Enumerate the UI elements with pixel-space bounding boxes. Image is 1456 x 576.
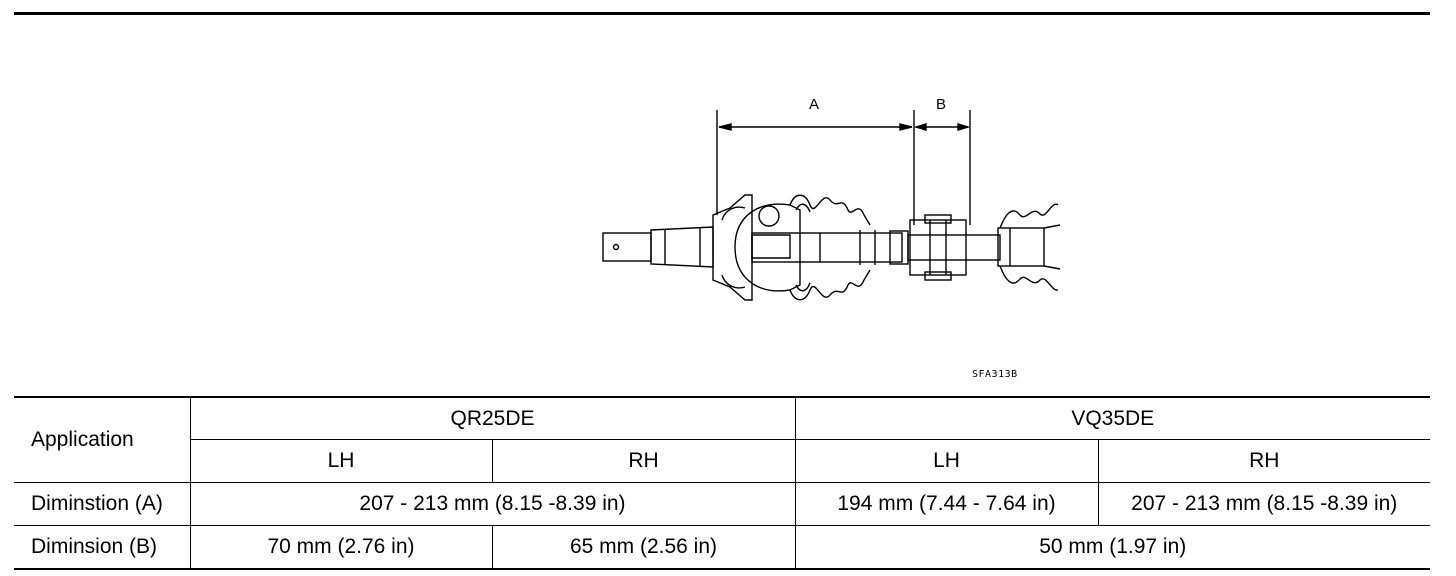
- dimension-a-qr25de: 207 - 213 mm (8.15 -8.39 in): [189, 482, 796, 526]
- qr25de-lh-header: LH: [189, 439, 493, 483]
- application-header: Application: [14, 396, 191, 483]
- table-row: LH RH LH RH: [14, 439, 1430, 483]
- engine-header-qr25de: QR25DE: [189, 396, 796, 440]
- dimension-a-row-label: Diminstion (A): [14, 482, 191, 526]
- dimension-b-qr25de-lh: 70 mm (2.76 in): [189, 525, 493, 570]
- table-row: Diminsion (B) 70 mm (2.76 in) 65 mm (2.5…: [14, 525, 1430, 570]
- qr25de-rh-header: RH: [491, 439, 796, 483]
- dimension-spec-table: Application QR25DE VQ35DE LH RH LH RH Di…: [14, 396, 1430, 570]
- dimension-b-row-label: Diminsion (B): [14, 525, 191, 570]
- table-row: Diminstion (A) 207 - 213 mm (8.15 -8.39 …: [14, 482, 1430, 526]
- dimension-b-qr25de-rh: 65 mm (2.56 in): [491, 525, 796, 570]
- dimension-b-vq35de: 50 mm (1.97 in): [794, 525, 1430, 570]
- figure-code: SFA313B: [972, 369, 1018, 380]
- dimension-b-label: B: [936, 96, 946, 113]
- vq35de-lh-header: LH: [794, 439, 1099, 483]
- vq35de-rh-header: RH: [1097, 439, 1430, 483]
- dimension-a-label: A: [809, 96, 819, 113]
- engine-header-vq35de: VQ35DE: [794, 396, 1430, 440]
- dimension-a-vq35de-rh: 207 - 213 mm (8.15 -8.39 in): [1097, 482, 1430, 526]
- table-row: Application QR25DE VQ35DE: [14, 396, 1430, 483]
- top-rule: [14, 12, 1430, 15]
- dimension-a-vq35de-lh: 194 mm (7.44 - 7.64 in): [794, 482, 1099, 526]
- drive-shaft-diagram: A B: [602, 96, 1061, 301]
